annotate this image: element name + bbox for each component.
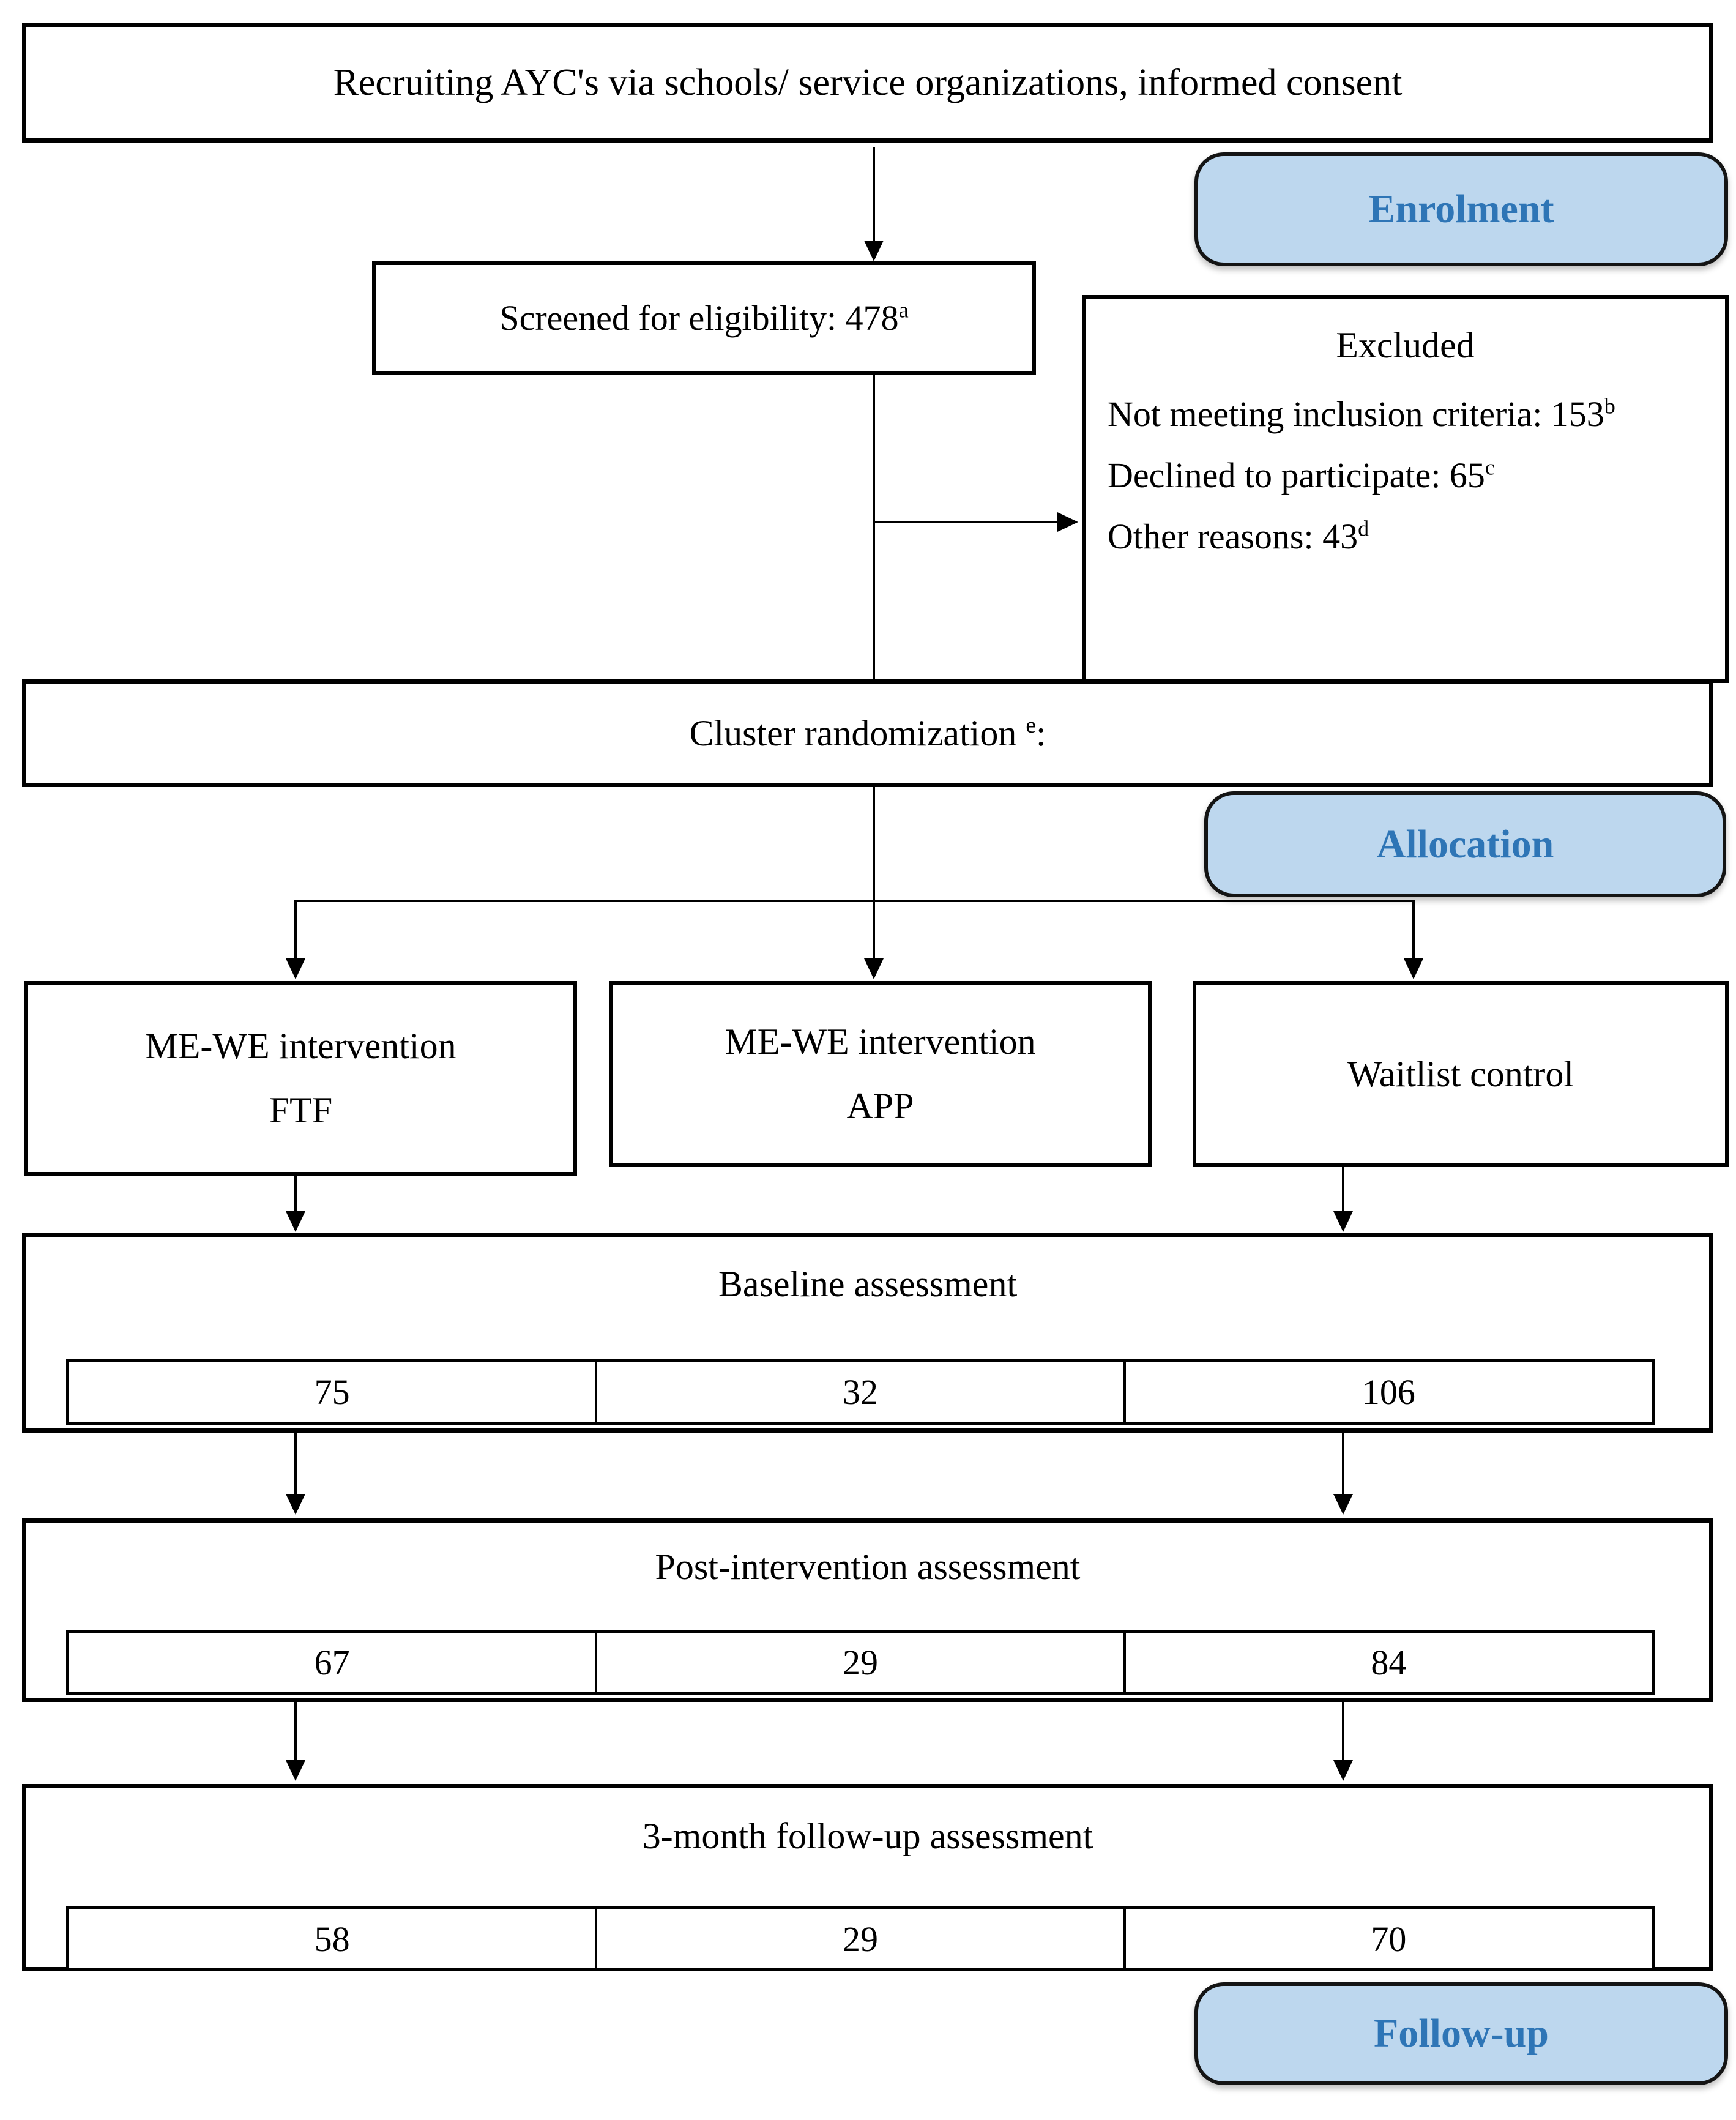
recruiting-box: Recruiting AYC's via schools/ service or…: [22, 23, 1713, 143]
followup-count-row: 58 29 70: [66, 1906, 1655, 1971]
followup-count-app: 29: [595, 1909, 1123, 1968]
cluster-randomization-box: Cluster randomization e:: [22, 679, 1713, 787]
cluster-randomization-label: Cluster randomization e:: [689, 712, 1046, 753]
arrowhead-post-to-followup-left: [286, 1760, 305, 1781]
connector-baseline-to-post-left: [294, 1433, 297, 1494]
excluded-footnote-mark-b: b: [1604, 394, 1615, 419]
baseline-count-waitlist: 106: [1123, 1362, 1652, 1422]
connector-branch-right: [1412, 900, 1415, 958]
followup-stage-badge: Follow-up: [1194, 1982, 1728, 2085]
connector-recruit-to-screened: [873, 147, 875, 242]
excluded-line-declined: Declined to participate: 65c: [1108, 455, 1495, 495]
connector-screened-to-cluster: [873, 375, 875, 679]
baseline-assessment-box: Baseline assessment 75 32 106: [22, 1233, 1713, 1433]
connector-ftf-to-baseline: [294, 1176, 297, 1211]
connector-baseline-to-post-right: [1342, 1433, 1344, 1494]
post-count-ftf: 67: [314, 1642, 350, 1682]
excluded-box: Excluded Not meeting inclusion criteria:…: [1082, 295, 1729, 683]
post-intervention-title: Post-intervention assessment: [655, 1547, 1081, 1587]
post-intervention-count-row: 67 29 84: [66, 1630, 1655, 1695]
baseline-count-app: 32: [595, 1362, 1123, 1422]
baseline-count-ftf: 75: [314, 1372, 350, 1412]
arrowhead-baseline-to-post-left: [286, 1494, 305, 1515]
screened-box: Screened for eligibility: 478a: [372, 261, 1036, 375]
arrowhead-branch-middle: [864, 958, 884, 979]
arrowhead-to-excluded: [1057, 512, 1078, 532]
post-count-app: 29: [595, 1633, 1123, 1692]
arm-waitlist-line1: Waitlist control: [1347, 1053, 1574, 1094]
followup-assessment-box: 3-month follow-up assessment 58 29 70: [22, 1784, 1713, 1971]
arrowhead-recruit-to-screened: [864, 241, 884, 261]
followup-count-ftf: 58: [314, 1919, 350, 1959]
arrowhead-waitlist-to-baseline: [1333, 1211, 1353, 1232]
arrowhead-ftf-to-baseline: [286, 1211, 305, 1232]
enrolment-stage-badge: Enrolment: [1194, 152, 1728, 266]
connector-waitlist-to-baseline: [1342, 1167, 1344, 1211]
recruiting-label: Recruiting AYC's via schools/ service or…: [333, 61, 1403, 103]
post-intervention-assessment-box: Post-intervention assessment 67 29 84: [22, 1518, 1713, 1702]
connector-post-to-followup-right: [1342, 1702, 1344, 1760]
excluded-title: Excluded: [1336, 325, 1475, 365]
cluster-footnote-mark-e: e: [1026, 712, 1036, 738]
arrowhead-branch-left: [286, 958, 305, 979]
arm-app-line2: APP: [846, 1086, 914, 1126]
followup-count-waitlist: 70: [1123, 1909, 1652, 1968]
arm-ftf-line1: ME-WE intervention: [145, 1026, 456, 1066]
excluded-content: Excluded Not meeting inclusion criteria:…: [1086, 299, 1725, 567]
followup-stage-label: Follow-up: [1373, 2011, 1549, 2056]
connector-cluster-stem: [873, 787, 875, 901]
arm-box-app: ME-WE intervention APP: [609, 981, 1152, 1167]
arm-app-line1: ME-WE intervention: [725, 1021, 1036, 1062]
arm-ftf-line2: FTF: [269, 1090, 333, 1130]
followup-assessment-title: 3-month follow-up assessment: [642, 1816, 1093, 1856]
connector-post-to-followup-left: [294, 1702, 297, 1760]
post-count-waitlist: 84: [1123, 1633, 1652, 1692]
arrowhead-branch-right: [1404, 958, 1423, 979]
allocation-stage-label: Allocation: [1376, 821, 1554, 867]
screened-footnote-mark: a: [898, 297, 909, 323]
excluded-line-inclusion: Not meeting inclusion criteria: 153b: [1108, 394, 1615, 434]
screened-label: Screened for eligibility: 478a: [499, 297, 909, 338]
connector-branch-left: [294, 900, 297, 958]
baseline-count-row: 75 32 106: [66, 1359, 1655, 1425]
connector-branch-bar: [294, 900, 1414, 902]
arm-box-waitlist: Waitlist control: [1193, 981, 1729, 1167]
arrowhead-post-to-followup-right: [1333, 1760, 1353, 1781]
baseline-assessment-title: Baseline assessment: [718, 1264, 1018, 1304]
excluded-line-other: Other reasons: 43d: [1108, 516, 1369, 556]
arrowhead-baseline-to-post-right: [1333, 1494, 1353, 1515]
allocation-stage-badge: Allocation: [1204, 791, 1726, 897]
arm-box-ftf: ME-WE intervention FTF: [24, 981, 577, 1176]
connector-branch-middle: [873, 900, 875, 958]
excluded-footnote-mark-d: d: [1358, 516, 1369, 541]
enrolment-stage-label: Enrolment: [1368, 187, 1554, 231]
excluded-footnote-mark-c: c: [1485, 455, 1495, 480]
connector-to-excluded: [874, 521, 1057, 523]
